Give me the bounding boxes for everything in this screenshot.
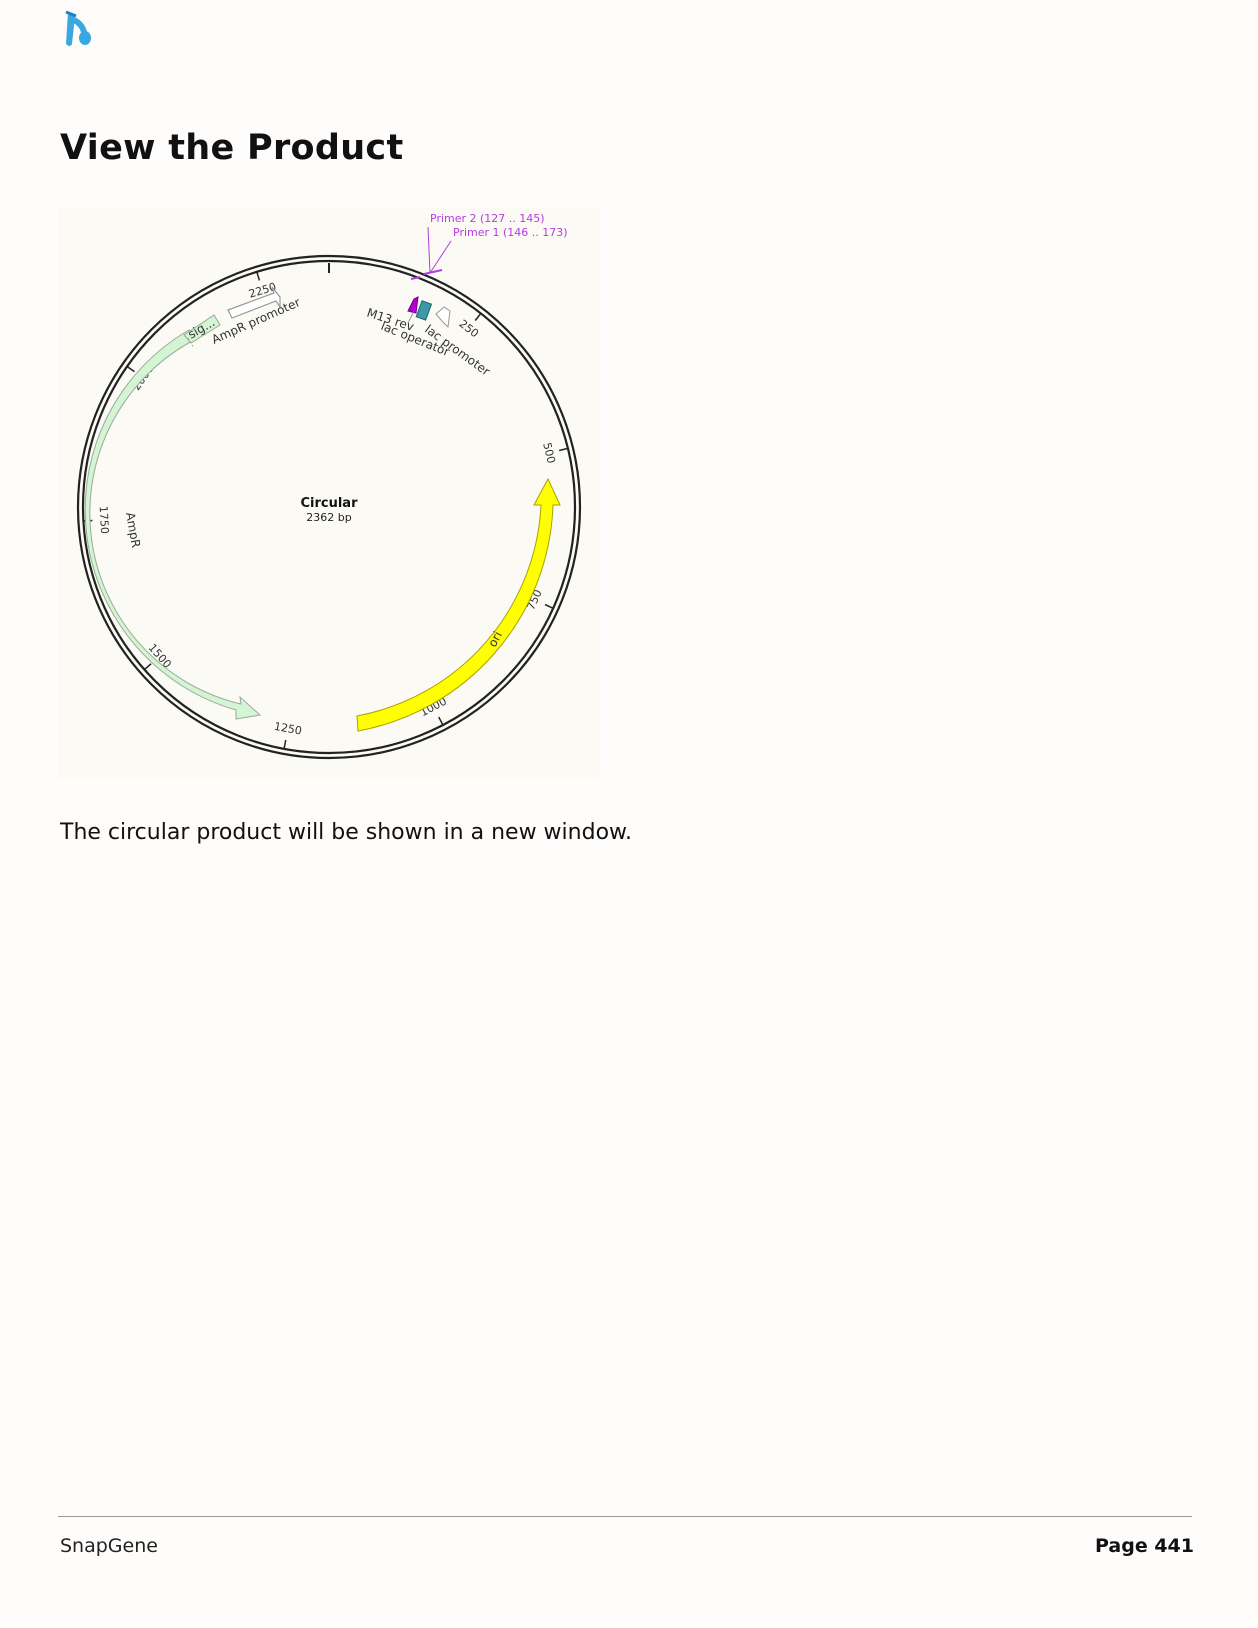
tick-mark-1000: [438, 716, 444, 726]
ampr-feature-arrow: [84, 329, 262, 720]
primer-1-leader: [429, 240, 452, 274]
lac-label-leader: [407, 310, 415, 324]
footer-brand: SnapGene: [60, 1535, 158, 1557]
tick-label-500: 500: [540, 441, 558, 464]
page-title: View the Product: [60, 128, 404, 168]
tick-label-250: 250: [456, 317, 481, 340]
primer-1-label: Primer 1 (146 .. 173): [453, 226, 568, 239]
tick-mark-2250: [256, 271, 261, 281]
primer-1-mark: [423, 269, 443, 275]
tick-mark-250: [474, 312, 482, 321]
plasmid-map: 250500750100012501500175020002250 sig...…: [76, 212, 582, 760]
tick-mark-2000: [126, 365, 135, 373]
backbone-outer-ring: [76, 254, 582, 760]
lac-promoter-arrow: [435, 306, 451, 329]
snapgene-logo-icon: [58, 10, 98, 50]
sig-divider: [187, 337, 195, 349]
plasmid-map-figure: 250500750100012501500175020002250 sig...…: [58, 207, 600, 779]
tick-label-1750: 1750: [97, 506, 112, 535]
tick-label-1250: 1250: [273, 720, 303, 738]
tick-mark-1500: [143, 663, 152, 671]
ori-feature-arrow: [356, 477, 561, 732]
primer-2-leader: [427, 226, 431, 274]
sig-feature: [183, 314, 221, 344]
ampr-label: AmpR: [123, 511, 143, 549]
primer-2-label: Primer 2 (127 .. 145): [430, 212, 545, 225]
ampr-promoter-arrow: [227, 286, 281, 319]
footer-divider: [58, 1516, 1192, 1517]
body-paragraph: The circular product will be shown in a …: [60, 820, 632, 845]
ori-label: ori: [485, 629, 505, 649]
tick-mark-500: [558, 447, 569, 452]
m13-rev-feature: [407, 296, 419, 314]
footer-page-number: Page 441: [1095, 1535, 1194, 1557]
map-center-subtitle: 2362 bp: [306, 511, 351, 524]
primer-2-mark: [410, 276, 421, 280]
backbone-inner-ring: [81, 259, 577, 755]
tick-mark-750: [544, 603, 554, 609]
lac-operator-feature: [415, 300, 433, 321]
map-center-title: Circular: [300, 496, 358, 511]
tick-mark-1250: [283, 739, 287, 750]
